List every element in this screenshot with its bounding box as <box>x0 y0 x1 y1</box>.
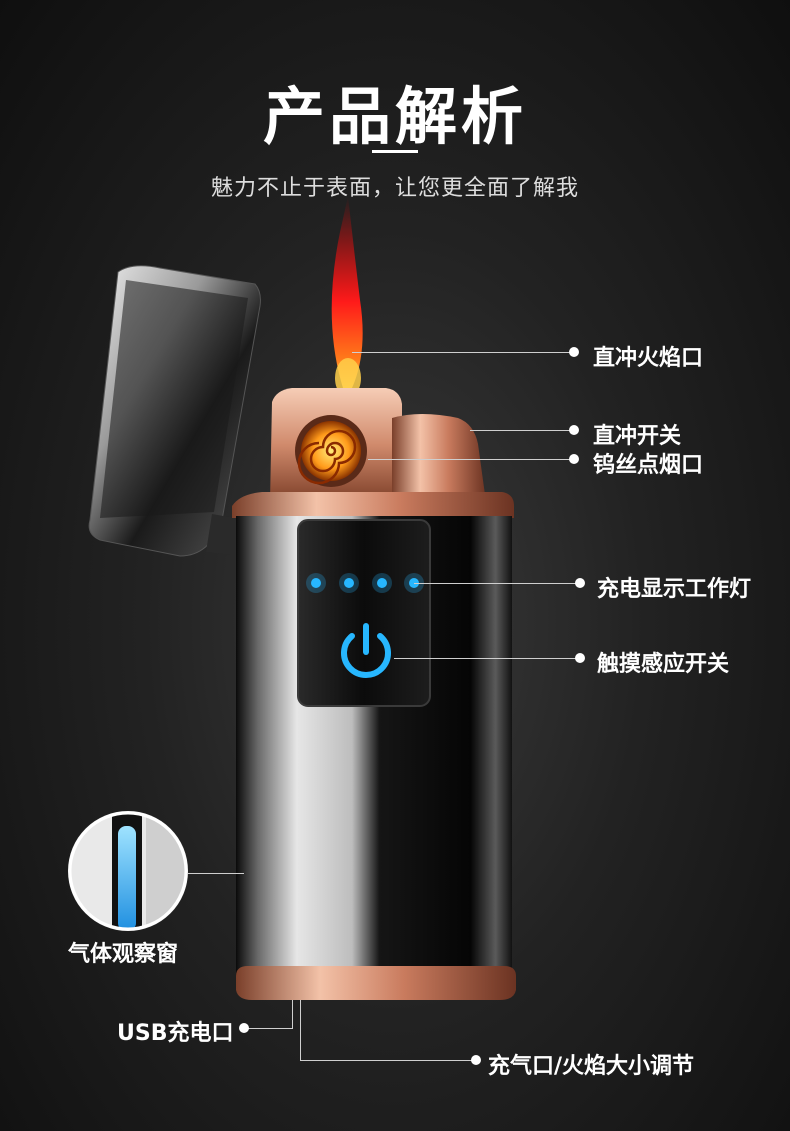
label-flame-outlet: 直冲火焰口 <box>593 346 704 371</box>
callout-dot <box>471 1055 481 1065</box>
callout-dot <box>569 425 579 435</box>
callout-vline-refill <box>300 1000 301 1060</box>
page-title: 产品解析 <box>262 80 527 153</box>
lighter-head <box>232 388 514 518</box>
label-touch-switch: 触摸感应开关 <box>597 652 730 677</box>
label-usb-port: USB充电口 <box>117 1021 234 1046</box>
callout-dot <box>569 347 579 357</box>
lighter-body <box>236 516 512 980</box>
led-1 <box>311 578 321 588</box>
label-tungsten-ignition: 钨丝点烟口 <box>593 453 704 478</box>
callout-line-touch <box>394 658 580 659</box>
title-divider <box>372 150 418 153</box>
coil-icon <box>301 421 361 481</box>
label-gas-window: 气体观察窗 <box>68 942 179 967</box>
gas-window-magnifier <box>68 811 188 931</box>
led-2 <box>344 578 354 588</box>
callout-line-usb <box>244 1028 293 1029</box>
callout-line-flame <box>352 352 574 353</box>
callout-line-led <box>414 583 580 584</box>
flame <box>331 196 363 398</box>
label-refill-port: 充气口/火焰大小调节 <box>488 1054 695 1079</box>
callout-dot <box>575 653 585 663</box>
page-subtitle: 魅力不止于表面，让您更全面了解我 <box>210 176 579 201</box>
label-charge-indicator: 充电显示工作灯 <box>597 577 752 602</box>
callout-line-jet <box>470 430 574 431</box>
callout-vline-usb <box>292 1000 293 1028</box>
callout-dot <box>569 454 579 464</box>
callout-dot <box>575 578 585 588</box>
lid <box>88 265 261 557</box>
power-icon <box>341 623 391 678</box>
callout-line-gas <box>188 873 244 874</box>
callout-line-coil <box>368 459 574 460</box>
callout-line-refill <box>300 1060 476 1061</box>
led-3 <box>377 578 387 588</box>
callout-dot <box>239 1023 249 1033</box>
lighter-base <box>236 966 516 1000</box>
label-jet-switch: 直冲开关 <box>593 424 682 449</box>
